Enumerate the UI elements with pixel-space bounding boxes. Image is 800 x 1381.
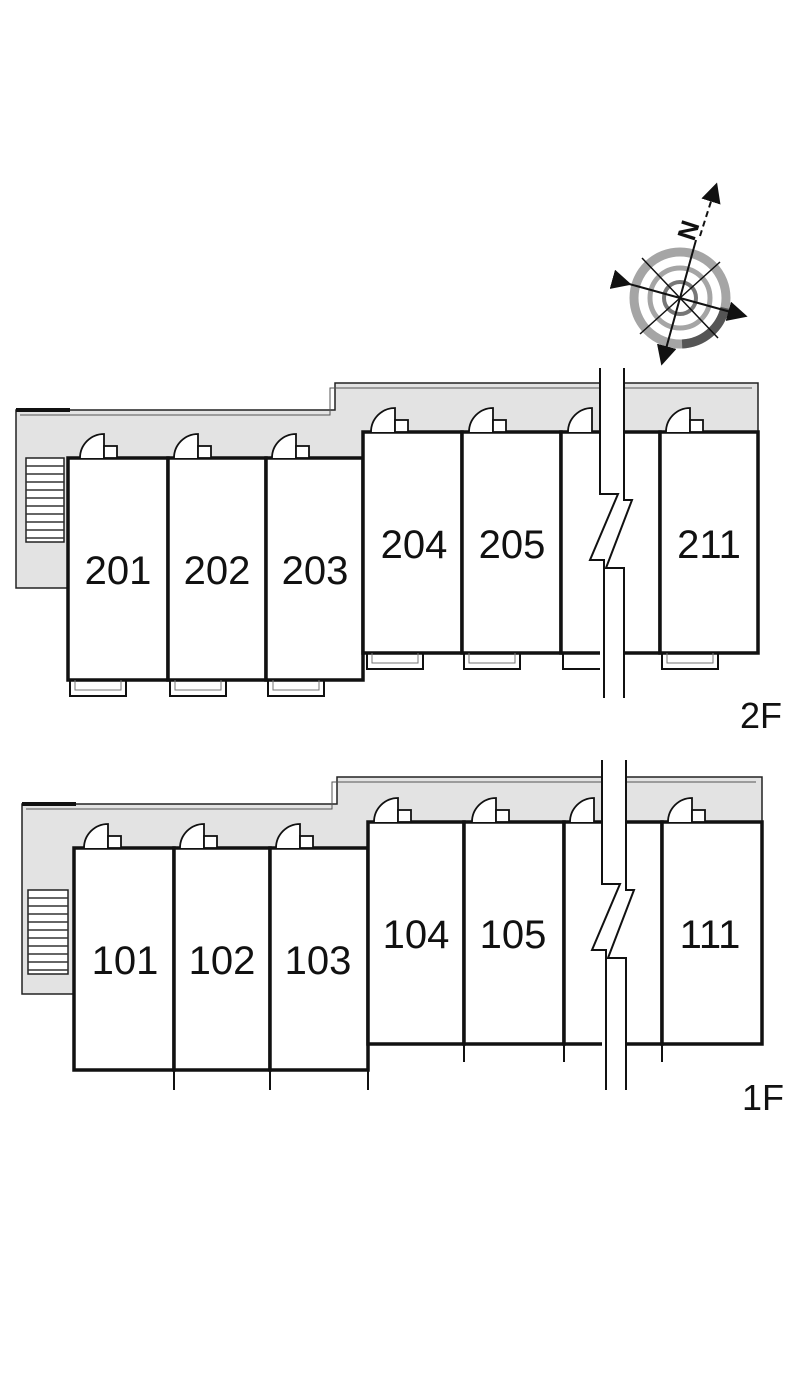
unit-label-103: 103 (285, 939, 352, 983)
compass-label: N (671, 217, 705, 244)
unit-label-204: 204 (381, 523, 448, 567)
unit-label-105: 105 (480, 913, 547, 957)
unit-label-111: 111 (680, 913, 741, 957)
floor-2f: 201 202 203 204 205 211 2F (15, 368, 782, 736)
north-compass-icon: N (609, 182, 748, 366)
door-icons (83, 797, 706, 849)
unit-label-203: 203 (282, 549, 349, 593)
stairs (27, 889, 69, 975)
unit-label-101: 101 (92, 939, 159, 983)
unit-label-202: 202 (184, 549, 251, 593)
unit-label-102: 102 (189, 939, 256, 983)
unit-label-104: 104 (383, 913, 450, 957)
floor-1f: 101 102 103 104 105 111 1F (21, 760, 784, 1118)
door-icons (79, 407, 704, 459)
unit-label-211: 211 (677, 523, 741, 567)
unit-label-205: 205 (479, 523, 546, 567)
stairs (25, 457, 65, 543)
unit-label-201: 201 (85, 549, 152, 593)
floor-label-2f: 2F (740, 695, 782, 736)
floor-label-1f: 1F (742, 1077, 784, 1118)
